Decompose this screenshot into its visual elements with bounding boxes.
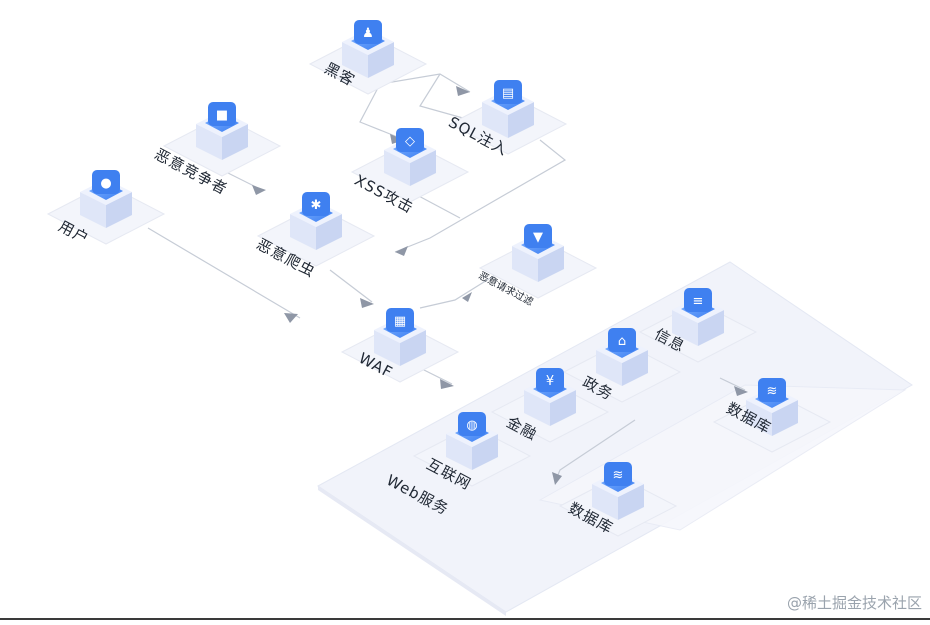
cube-right (508, 102, 534, 138)
cube-left (446, 434, 472, 470)
icon-tile (524, 224, 552, 248)
building-icon: ⌂ (618, 334, 626, 349)
cube-right (618, 484, 644, 520)
funnel-icon: ▼ (533, 230, 543, 245)
list-icon: ≡ (693, 294, 704, 309)
cube-right (106, 192, 132, 228)
cube-left (596, 350, 622, 386)
cube-right (400, 330, 426, 366)
node-database-left: ≋ (558, 462, 678, 537)
node-database-right: ≋ (712, 378, 832, 453)
icon-tile (92, 170, 120, 194)
node-user: ● (46, 170, 166, 245)
arrow-heads (252, 86, 748, 485)
cube-right (472, 434, 498, 470)
lock-icon: ■ (216, 108, 228, 123)
icon-tile (386, 308, 414, 332)
cube-left (482, 102, 508, 138)
cube-right (410, 150, 436, 186)
icon-tile (758, 378, 786, 402)
cube-left (196, 124, 222, 160)
cube-left (512, 246, 538, 282)
cube-left (672, 310, 698, 346)
database-icon: ≋ (767, 384, 778, 399)
icon-tile (608, 328, 636, 352)
icon-tile (604, 462, 632, 486)
globe-icon: ◍ (466, 418, 477, 433)
cube-left (374, 330, 400, 366)
icon-tile (536, 368, 564, 392)
cube-right (538, 246, 564, 282)
web-service-zone-edge (318, 486, 506, 616)
cube-left (290, 214, 316, 250)
node-malicious-crawler: ✱ (256, 192, 376, 267)
node-sql-injection: ▤ (448, 80, 568, 155)
cube-left (80, 192, 106, 228)
watermark: @稀土掘金技术社区 (786, 594, 922, 612)
icon-tile (354, 20, 382, 44)
yen-icon: ¥ (546, 374, 554, 389)
user-icon: ♟ (362, 26, 374, 41)
icon-tile (396, 128, 424, 152)
icon-tile (302, 192, 330, 216)
bug-icon: ✱ (311, 198, 322, 213)
cube-right (772, 400, 798, 436)
node-malicious-request-filter: ▼ (478, 224, 598, 299)
node-internet: ◍ (412, 412, 532, 487)
node-government: ⌂ (562, 328, 682, 403)
icon-tile (458, 412, 486, 436)
cube-right (698, 310, 724, 346)
grid-icon: ▦ (394, 314, 406, 329)
node-xss-attack: ◇ (350, 128, 470, 203)
icon-tile (494, 80, 522, 104)
icon-tile (208, 102, 236, 126)
node-hacker: ♟ (308, 20, 428, 95)
code-icon: ◇ (405, 134, 415, 149)
cube-left (384, 150, 410, 186)
cube-right (368, 42, 394, 78)
cube-right (222, 124, 248, 160)
database-icon: ≋ (613, 468, 624, 483)
person-icon: ● (100, 176, 111, 191)
node-malicious-competitor: ■ (162, 102, 282, 177)
node-waf: ▦ (340, 308, 460, 383)
cube-left (342, 42, 368, 78)
node-info: ≡ (638, 288, 758, 363)
bottom-rule (0, 618, 930, 620)
connector-lines (147, 73, 746, 483)
cube-left (524, 390, 550, 426)
cube-right (550, 390, 576, 426)
cube-left (746, 400, 772, 436)
node-finance: ¥ (490, 368, 610, 443)
icon-tile (684, 288, 712, 312)
document-icon: ▤ (502, 86, 514, 101)
cube-right (316, 214, 342, 250)
cube-left (592, 484, 618, 520)
web-service-zone (317, 261, 913, 613)
cube-right (622, 350, 648, 386)
